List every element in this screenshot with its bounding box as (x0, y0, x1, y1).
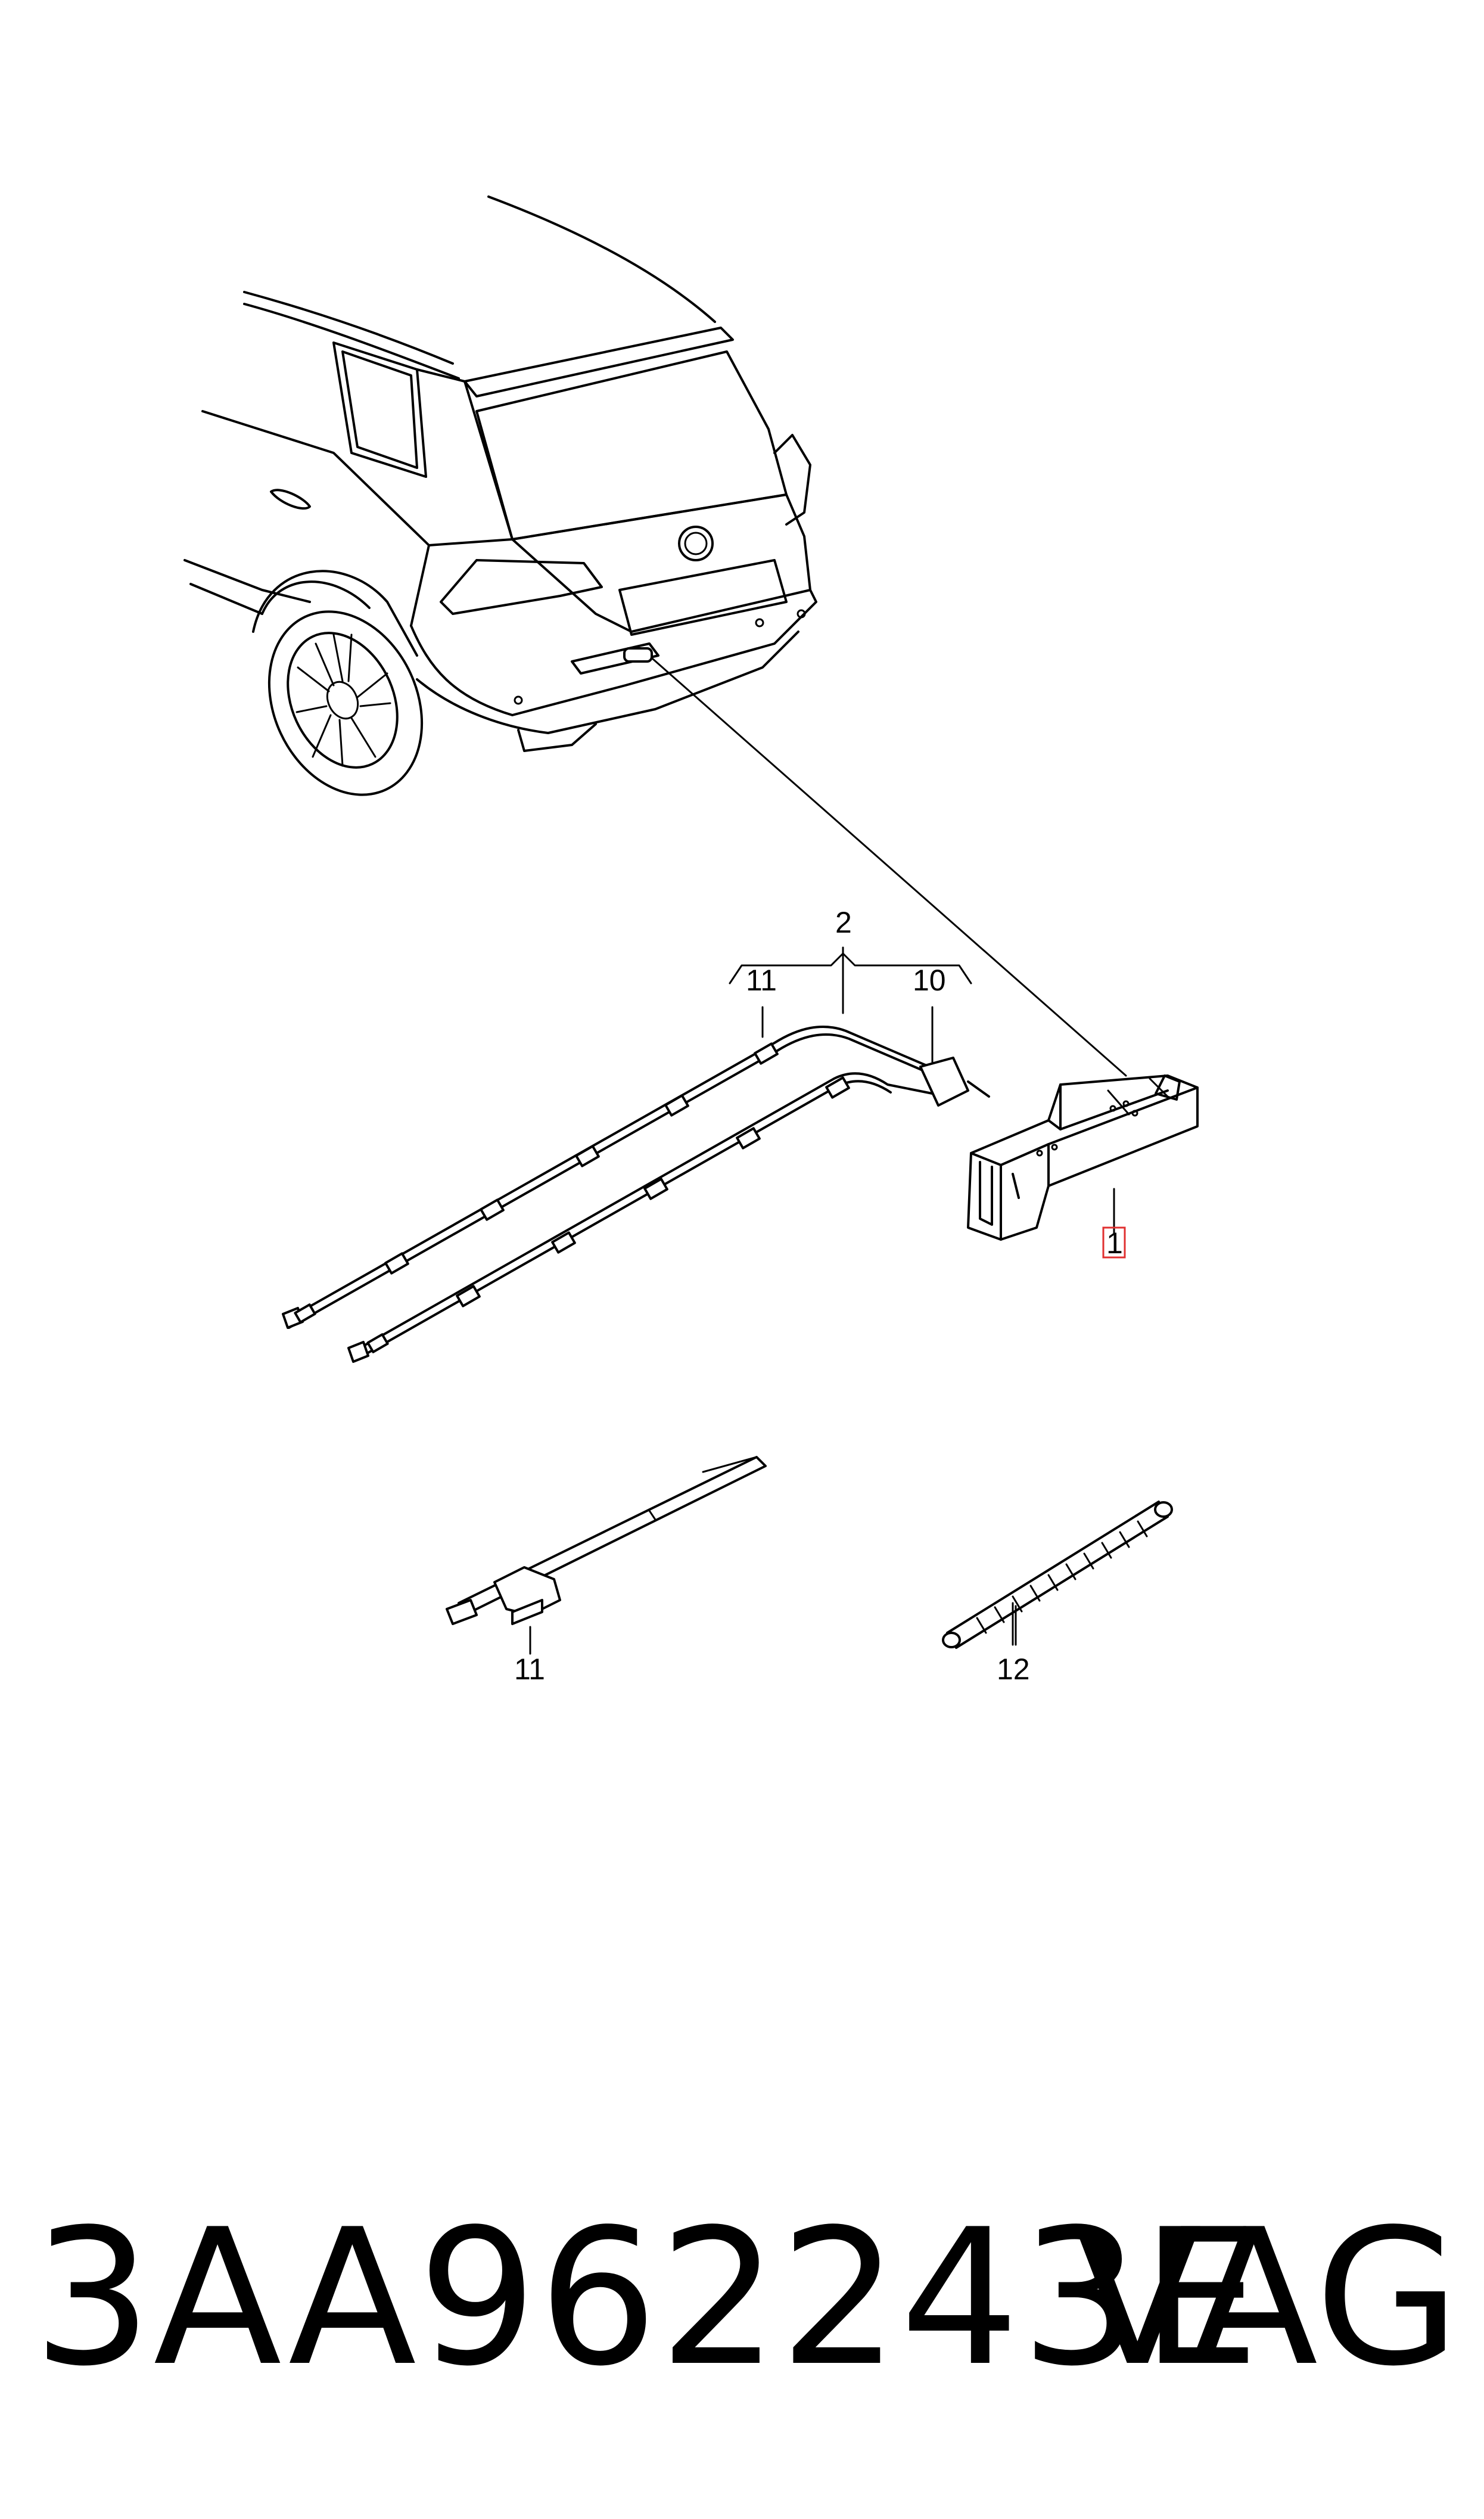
callout-label-12: 12 (997, 1653, 1030, 1686)
callout-highlight-1 (1102, 1226, 1126, 1259)
cable-tie-illustration (446, 1456, 767, 1655)
wiring-harness-illustration (282, 1025, 990, 1363)
callout-label-11-bottom: 11 (514, 1653, 545, 1686)
part-number: 3AA962243E (33, 2189, 1261, 2408)
callout-label-1: 1 (1106, 1226, 1123, 1260)
brand-label: VAG (1073, 2189, 1460, 2408)
callout-label-2: 2 (835, 906, 852, 939)
callout-label-10: 10 (913, 964, 946, 997)
corrugated-sleeve-illustration (942, 1501, 1173, 1649)
leader-line-vehicle-to-unit (651, 657, 1127, 1077)
callout-label-11-top: 11 (746, 964, 777, 997)
vehicle-illustration (183, 195, 817, 796)
control-unit-illustration (967, 1074, 1199, 1241)
callout-bracket-2 (729, 946, 972, 1065)
